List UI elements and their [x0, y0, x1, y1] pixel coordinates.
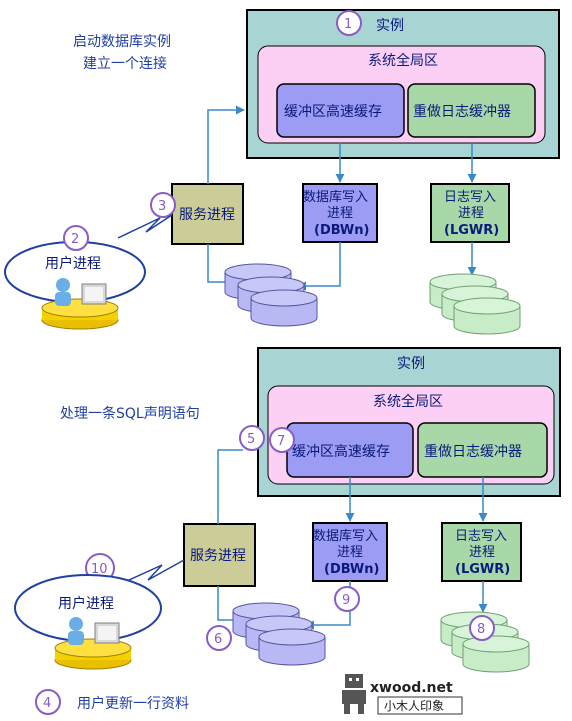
- top-lgwr-line3: (LGWR): [444, 223, 499, 238]
- bottom-instance-title: 实例: [397, 356, 425, 372]
- top-sga-title: 系统全局区: [368, 52, 438, 69]
- svg-text:7: 7: [277, 434, 285, 449]
- top-dbwr-line2: 进程: [327, 206, 353, 221]
- top-step-1: 1: [336, 10, 362, 36]
- top-instance-title: 实例: [376, 18, 404, 34]
- bottom-caption: 处理一条SQL声明语句: [60, 405, 200, 422]
- watermark: xwood.net 小木人印象: [342, 674, 463, 715]
- bottom-step-8: 8: [469, 615, 495, 641]
- top-redo-buffer: [407, 83, 536, 138]
- bottom-server-to-cache-line: [217, 449, 243, 524]
- top-diagram: 启动数据库实例 建立一个连接 实例 1 系统全局区 缓冲区高速缓存 重做日志缓冲…: [4, 9, 560, 335]
- bottom-step-4: 4: [35, 689, 61, 715]
- top-user-to-server-link: [117, 214, 173, 239]
- top-lgwr-process: [430, 183, 510, 243]
- top-step-3: 3: [150, 192, 176, 218]
- bottom-step-9: 9: [334, 586, 360, 612]
- bottom-dbwr-line1: 数据库写入: [313, 528, 378, 544]
- top-user-process-ellipse: [4, 241, 146, 303]
- top-lgwr-line2: 进程: [458, 206, 484, 221]
- bottom-redo-buffer-label: 重做日志缓冲器: [424, 444, 522, 460]
- bottom-step-5: 5: [239, 425, 265, 451]
- watermark-subtitle-box: [377, 696, 463, 715]
- svg-text:3: 3: [158, 199, 166, 214]
- bottom-server-to-datafiles-line: [217, 586, 238, 621]
- bottom-server-process: [183, 523, 256, 587]
- bottom-lgwr-line3: (LGWR): [455, 562, 510, 577]
- top-lgwr-line1: 日志写入: [444, 190, 496, 205]
- svg-text:9: 9: [342, 593, 350, 608]
- top-dbwr-line3: (DBWn): [314, 223, 369, 238]
- top-data-files: [224, 263, 318, 327]
- bottom-lgwr-line2: 进程: [469, 545, 495, 560]
- top-redo-buffer-label: 重做日志缓冲器: [413, 104, 511, 120]
- bottom-user-process-label: 用户进程: [58, 595, 114, 612]
- bottom-user-workstation-icon: [54, 617, 132, 670]
- svg-text:5: 5: [247, 432, 255, 447]
- bottom-step4-text: 用户更新一行资料: [77, 695, 189, 712]
- top-server-process-label: 服务进程: [179, 207, 235, 223]
- bottom-dbwr-process: [312, 522, 388, 582]
- top-buffer-cache-label: 缓冲区高速缓存: [284, 103, 382, 120]
- bottom-step-6: 6: [206, 625, 232, 651]
- top-redo-log-files: [429, 273, 521, 335]
- bottom-user-to-server-link: [117, 559, 185, 586]
- top-buffer-cache: [276, 83, 405, 138]
- svg-text:2: 2: [71, 232, 79, 247]
- top-caption-line1: 启动数据库实例: [73, 34, 171, 50]
- top-user-workstation-icon: [41, 278, 119, 330]
- svg-text:1: 1: [344, 17, 352, 32]
- bottom-lgwr-process: [441, 522, 522, 582]
- robot-logo-icon: [342, 674, 366, 714]
- watermark-brand: xwood.net: [370, 680, 453, 696]
- svg-text:4: 4: [43, 696, 51, 711]
- top-dbwr-to-datafiles-arrow: [297, 242, 341, 291]
- top-dbwr-process: [302, 183, 378, 243]
- bottom-diagram: 处理一条SQL声明语句 实例 系统全局区 缓冲区高速缓存 重做日志缓冲器 5 7…: [14, 347, 561, 715]
- svg-text:8: 8: [477, 622, 485, 637]
- bottom-step-7: 7: [269, 427, 295, 453]
- svg-text:6: 6: [214, 632, 222, 647]
- top-user-process-label: 用户进程: [45, 255, 101, 272]
- bottom-lgwr-line1: 日志写入: [455, 529, 507, 544]
- svg-text:10: 10: [91, 562, 108, 577]
- top-dbwr-line1: 数据库写入: [303, 189, 368, 205]
- bottom-sga-title: 系统全局区: [373, 393, 443, 410]
- top-step-2: 2: [63, 225, 89, 251]
- top-connect-arrow: [207, 105, 245, 184]
- top-server-to-datafiles-line: [207, 244, 225, 283]
- bottom-data-files: [232, 602, 326, 666]
- bottom-dbwr-line2: 进程: [337, 545, 363, 560]
- watermark-subtitle: 小木人印象: [384, 699, 444, 713]
- bottom-dbwr-line3: (DBWn): [324, 562, 379, 577]
- bottom-buffer-cache-label: 缓冲区高速缓存: [292, 443, 390, 460]
- bottom-server-process-label: 服务进程: [190, 548, 246, 564]
- top-caption-line2: 建立一个连接: [83, 55, 167, 72]
